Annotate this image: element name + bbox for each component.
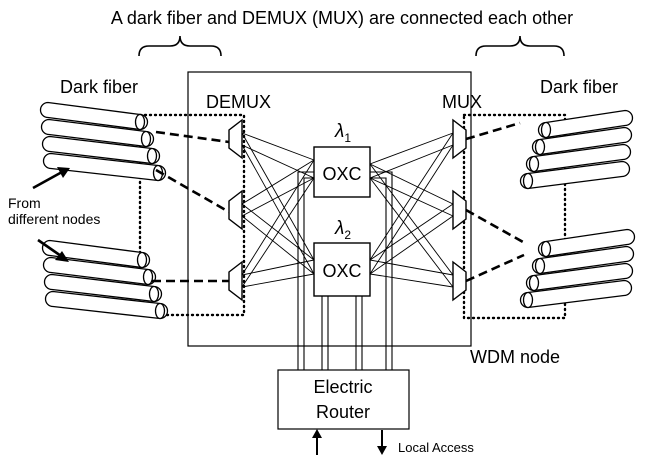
- oxc-to-mux-link: [369, 144, 454, 275]
- demux-to-oxc-link: [241, 144, 315, 179]
- fiber-bundle-right-top: [519, 109, 634, 190]
- oxc-to-mux-link: [369, 177, 454, 217]
- demux-to-oxc-link: [241, 177, 315, 217]
- oxc-to-mux-link: [369, 132, 454, 261]
- lambda-index-1: 1: [344, 131, 351, 145]
- demux-to-oxc-link: [241, 159, 315, 276]
- demux-unit: [228, 260, 243, 302]
- wavelength-2: λ2: [334, 218, 351, 242]
- fiber-end: [142, 268, 154, 286]
- oxc-box-1: [313, 146, 371, 198]
- from-arrow-upper: [32, 170, 63, 190]
- local-access-label: Local Access: [398, 440, 474, 455]
- fiber-end: [534, 257, 546, 275]
- internal-crossconnect-links: [241, 132, 454, 288]
- fiber-end: [522, 172, 534, 190]
- fiber-end: [148, 285, 160, 303]
- oxc-label-1: OXC: [322, 164, 361, 184]
- wavelength-1: λ1: [334, 121, 351, 145]
- demux-to-oxc-link: [241, 144, 315, 275]
- router-connection-lines: [297, 171, 393, 370]
- downlink-arrowhead: [377, 446, 387, 455]
- demux-to-oxc-link: [241, 259, 315, 276]
- demux-to-oxc-link: [241, 215, 315, 275]
- mux-unit: [452, 118, 467, 160]
- demux-unit: [228, 189, 243, 231]
- demux-units: [228, 118, 243, 302]
- oxc-switch-2: OXC: [313, 242, 371, 297]
- from-arrow-lower: [37, 238, 62, 258]
- uplink-arrowhead: [312, 429, 322, 438]
- dark-fiber-label-left: Dark fiber: [60, 77, 138, 97]
- fiber-end: [528, 274, 540, 292]
- fiber-bundle-left-bottom: [41, 239, 169, 320]
- demux-to-oxc-link: [241, 159, 315, 205]
- dashed-fiber-link: [465, 121, 521, 141]
- fiber-to-mux-links: [152, 121, 525, 283]
- fiber-end: [540, 121, 552, 139]
- dashed-fiber-link: [465, 208, 524, 244]
- oxc-box-2: [313, 242, 371, 297]
- lambda-symbol-2: λ: [334, 218, 344, 239]
- fiber-end: [146, 147, 158, 165]
- oxc-to-mux-link: [369, 163, 454, 276]
- electric-router-box: [277, 369, 410, 430]
- fiber-end: [154, 302, 166, 320]
- fiber-end: [134, 113, 146, 131]
- from-arrowhead-upper: [57, 167, 70, 178]
- dark-fiber-label-right: Dark fiber: [540, 77, 618, 97]
- dashed-fiber-link: [155, 130, 230, 144]
- oxc-to-mux-link: [369, 144, 454, 179]
- diagram-title: A dark fiber and DEMUX (MUX) are connect…: [111, 8, 573, 28]
- wdm-node-label: WDM node: [470, 347, 560, 367]
- left-brace: [138, 35, 222, 57]
- mux-unit: [452, 189, 467, 231]
- oxc-to-mux-link: [369, 215, 454, 275]
- oxc-label-2: OXC: [322, 261, 361, 281]
- oxc-to-mux-link: [369, 259, 454, 276]
- oxc-to-mux-link: [369, 273, 454, 288]
- oxc-to-mux-link: [369, 163, 454, 205]
- oxc-switch-1: OXC: [313, 146, 371, 198]
- mux-label: MUX: [442, 92, 482, 112]
- fiber-bundle-right-bottom: [519, 228, 636, 309]
- fiber-end: [528, 155, 540, 173]
- router-label-line1: Electric: [313, 377, 372, 397]
- router-connection-line: [303, 177, 314, 370]
- right-brace: [475, 35, 565, 57]
- lambda-symbol-1: λ: [334, 121, 344, 142]
- from-label-line1: From: [8, 195, 41, 211]
- mux-unit: [452, 260, 467, 302]
- from-arrowhead-lower: [55, 251, 69, 262]
- from-label-line2: different nodes: [8, 211, 100, 227]
- fiber-bundle-left-top: [39, 101, 167, 182]
- fiber-end: [136, 251, 148, 269]
- router-connection-line: [297, 171, 314, 370]
- dashed-fiber-link: [465, 253, 525, 283]
- oxc-to-mux-link: [369, 177, 454, 288]
- router-connection-line: [370, 177, 387, 370]
- fiber-end: [522, 291, 534, 309]
- demux-unit: [228, 118, 243, 160]
- router-label-line2: Router: [316, 402, 370, 422]
- fiber-end: [140, 130, 152, 148]
- fiber-end: [540, 240, 552, 258]
- demux-to-oxc-link: [241, 132, 315, 161]
- wdm-node-box: [187, 71, 472, 347]
- demux-label: DEMUX: [206, 92, 271, 112]
- oxc-to-mux-link: [369, 132, 454, 165]
- lambda-index-2: 2: [344, 228, 351, 242]
- demux-to-oxc-link: [241, 273, 315, 288]
- fiber-end: [534, 138, 546, 156]
- router-connection-line: [370, 171, 393, 370]
- mux-units: [452, 118, 467, 302]
- demux-to-oxc-link: [241, 177, 315, 288]
- dashed-fiber-link: [155, 168, 230, 214]
